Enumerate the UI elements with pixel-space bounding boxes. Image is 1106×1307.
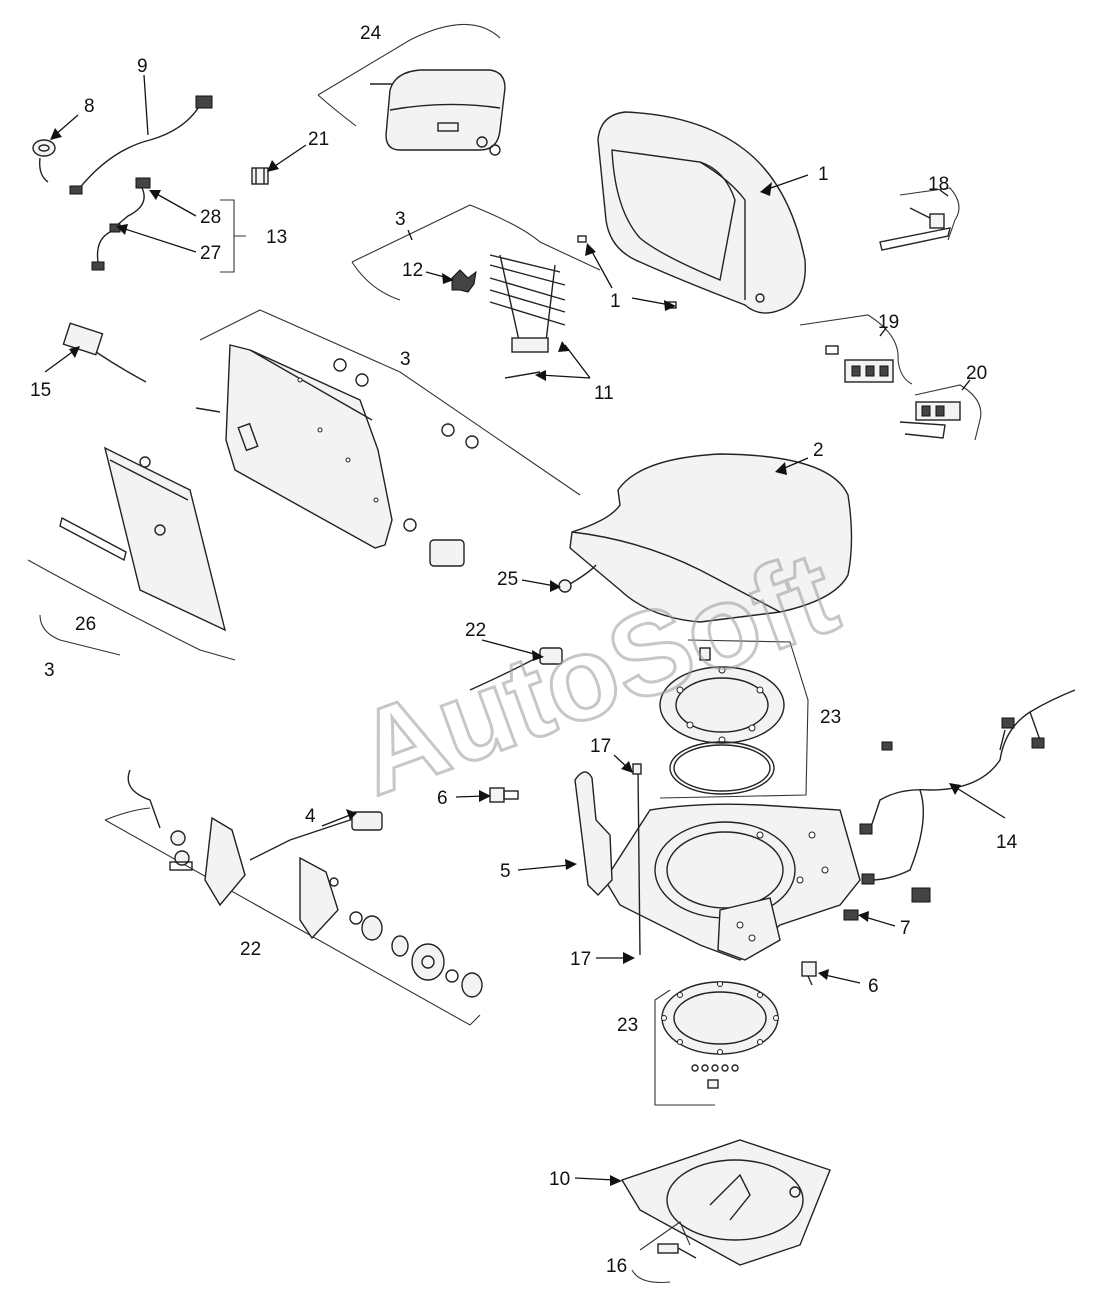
callout-11: 11 — [594, 383, 614, 404]
callout-15: 15 — [30, 380, 51, 401]
callout-27: 27 — [200, 243, 221, 264]
callout-28: 28 — [200, 207, 221, 228]
callout-22-lower: 22 — [240, 939, 261, 960]
callout-3-top: 3 — [395, 209, 406, 230]
part-bolt-6-lower — [801, 961, 817, 986]
part-cable-22 — [469, 647, 563, 691]
part-ring-plates-upper — [659, 639, 809, 799]
callout-23-upper: 23 — [820, 707, 841, 728]
callout-4: 4 — [305, 806, 316, 827]
part-18 — [879, 187, 960, 251]
part-25 — [558, 564, 597, 593]
callout-10: 10 — [549, 1169, 570, 1190]
callout-6-upper: 6 — [437, 788, 448, 809]
callout-24: 24 — [360, 23, 382, 44]
part-harness — [91, 177, 151, 271]
callout-21: 21 — [308, 129, 329, 150]
callout-16: 16 — [606, 1256, 627, 1277]
callout-12: 12 — [402, 260, 423, 281]
callout-3-bottom: 3 — [44, 660, 55, 681]
part-rear-cover — [27, 446, 236, 661]
part-armrest — [317, 23, 506, 156]
part-wiring-harness — [859, 689, 1076, 903]
callout-5: 5 — [500, 861, 511, 882]
part-lever-mechanism — [104, 769, 483, 1026]
part-15 — [62, 322, 147, 383]
leader-lines — [44, 74, 1006, 1186]
group-bracket-13 — [220, 199, 246, 273]
part-20 — [899, 384, 982, 441]
part-lumbar-group — [351, 204, 601, 379]
callout-25: 25 — [497, 569, 518, 590]
part-bolt-6-upper — [489, 787, 519, 803]
callout-6-lower: 6 — [868, 976, 879, 997]
callout-labels: 1 1 2 3 3 3 4 5 6 6 7 8 9 10 11 12 13 14… — [30, 23, 1018, 1277]
callout-1-bottom: 1 — [610, 291, 621, 312]
part-cable-switch — [32, 95, 213, 195]
callout-17-upper: 17 — [590, 736, 611, 757]
callout-9: 9 — [137, 56, 148, 77]
callout-13: 13 — [266, 227, 287, 248]
part-seat-cushion — [569, 453, 853, 623]
callout-23-lower: 23 — [617, 1015, 638, 1036]
part-19 — [799, 314, 913, 385]
part-7 — [843, 909, 859, 921]
callout-2: 2 — [813, 440, 824, 461]
callout-22-upper: 22 — [465, 620, 486, 641]
callout-20: 20 — [966, 363, 987, 384]
part-ring-plates-lower — [654, 981, 779, 1106]
callout-26: 26 — [75, 614, 96, 635]
callout-8: 8 — [84, 96, 95, 117]
callout-17-lower: 17 — [570, 949, 591, 970]
part-clip — [251, 167, 269, 185]
part-base-plate — [620, 1139, 831, 1266]
callout-3-middle: 3 — [400, 349, 411, 370]
callout-14: 14 — [996, 832, 1018, 853]
part-back-panel — [195, 309, 581, 567]
callout-19: 19 — [878, 312, 899, 333]
part-seat-frame — [574, 763, 861, 961]
callout-18: 18 — [928, 174, 949, 195]
callout-7: 7 — [900, 918, 911, 939]
part-16 — [631, 1221, 697, 1284]
part-backrest — [577, 111, 806, 314]
callout-1-top: 1 — [818, 164, 829, 185]
